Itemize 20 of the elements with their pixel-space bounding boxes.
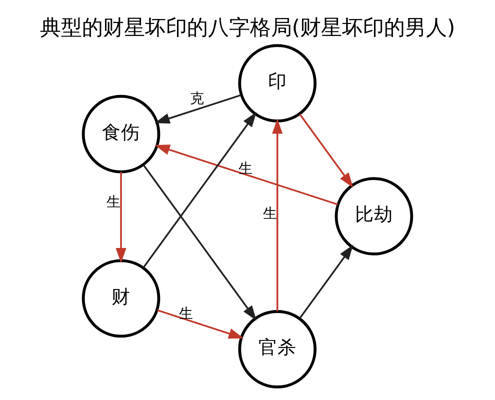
arrow [299, 114, 354, 188]
arrow [142, 112, 257, 268]
arrow [157, 309, 244, 339]
arrow [272, 118, 283, 312]
arrow [142, 164, 257, 321]
edge-label: 生 [238, 161, 253, 178]
node-circle: 印 [238, 44, 317, 122]
arrow [154, 144, 338, 206]
diagram-title: 典型的财星坏印的八字格局(财星坏印的男人) [40, 15, 456, 40]
edge-label: 生 [262, 206, 277, 222]
arrow [116, 172, 126, 264]
arrow [154, 94, 242, 124]
node-circle: 官杀 [238, 310, 317, 388]
edge-label: 克 [190, 90, 204, 107]
edge-label: 生 [179, 306, 194, 322]
arrow [299, 244, 354, 319]
edge-label: 生 [106, 194, 120, 211]
node-circle: 比劫 [334, 177, 414, 256]
node-circle: 财 [82, 259, 160, 338]
node-circle: 食伤 [82, 94, 160, 174]
